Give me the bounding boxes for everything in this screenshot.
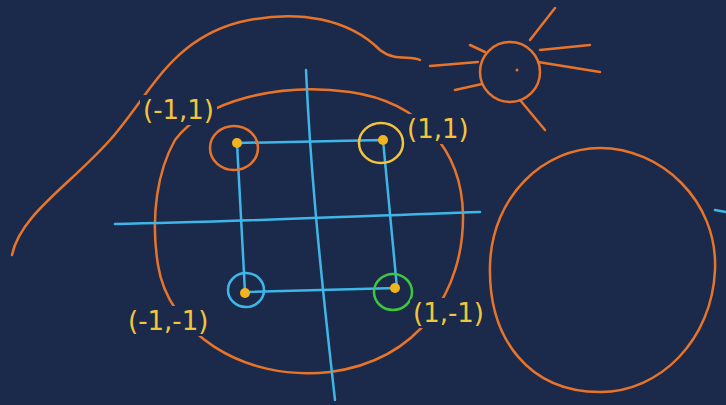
right-circle	[490, 148, 715, 392]
sun-rays	[430, 8, 600, 130]
point-label: (-1,1)	[140, 95, 217, 125]
point-label: (1,-1)	[410, 298, 487, 328]
orange-ring	[210, 126, 258, 170]
yellow-ring	[359, 123, 403, 163]
x-axis	[115, 212, 480, 224]
sun	[480, 42, 540, 102]
y-axis	[306, 70, 335, 400]
point-label: (1,1)	[404, 114, 472, 144]
point	[390, 283, 400, 293]
point-label: (-1,-1)	[125, 306, 211, 336]
outer-blob	[12, 16, 420, 255]
blue-ring	[228, 273, 264, 307]
point	[232, 138, 242, 148]
sun-dot	[516, 69, 519, 72]
point	[240, 288, 250, 298]
right-spur	[715, 210, 726, 212]
point	[378, 135, 388, 145]
green-ring	[374, 274, 412, 310]
